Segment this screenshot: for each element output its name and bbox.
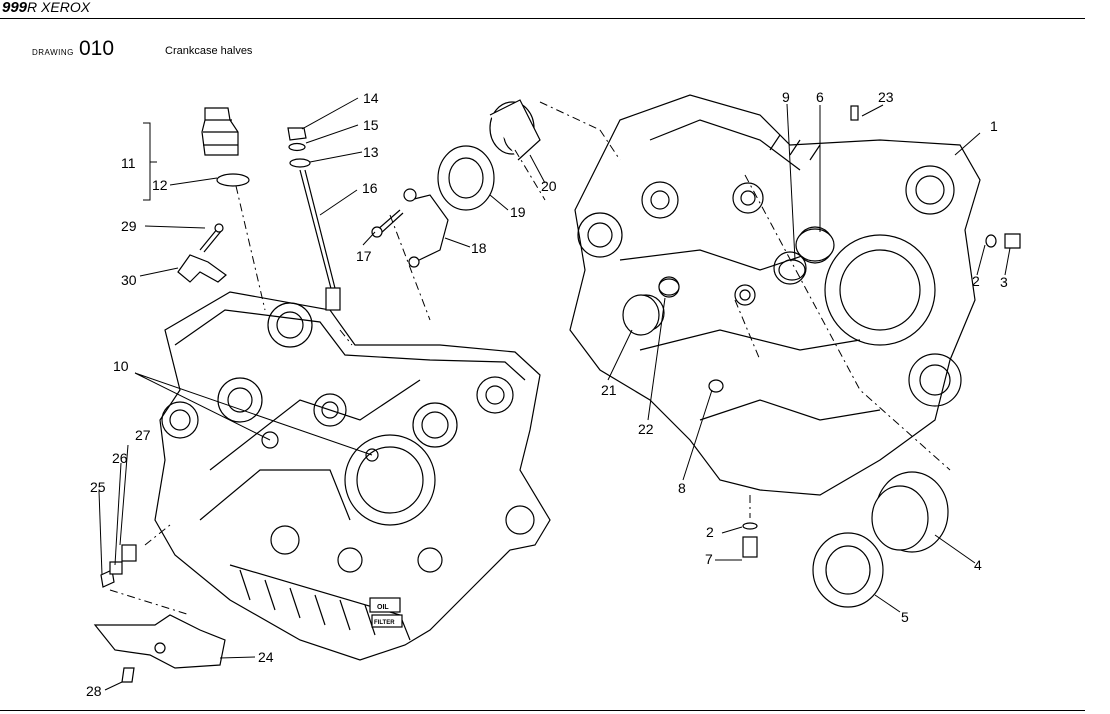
callout-29: 29 [121, 218, 137, 234]
callout-23: 23 [878, 89, 894, 105]
callout-11: 11 [121, 155, 136, 171]
callout-10: 10 [113, 358, 129, 374]
callout-14: 14 [363, 90, 379, 106]
callout-26: 26 [112, 450, 128, 466]
callout-27: 27 [135, 427, 151, 443]
callout-2: 2 [972, 273, 980, 289]
bottom-rule [0, 710, 1085, 711]
model-number: 999 [2, 0, 28, 16]
brand-title: 999R XEROX [2, 0, 90, 16]
drawing-label: DRAWING [32, 48, 74, 57]
callout-17: 17 [356, 248, 372, 264]
header-bar: 999R XEROX [0, 0, 1085, 19]
callout-5: 5 [901, 609, 909, 625]
callout-7: 7 [705, 551, 713, 567]
callout-30: 30 [121, 272, 137, 288]
drawing-number: 010 [79, 37, 115, 60]
callout-19: 19 [510, 204, 526, 220]
callout-1: 1 [990, 118, 998, 134]
left-crankcase-half: OIL FILTER [154, 291, 551, 661]
callout-22: 22 [638, 421, 654, 437]
callout-4: 4 [974, 557, 982, 573]
callout-2: 2 [706, 524, 714, 540]
drawing-title: Crankcase halves [165, 45, 253, 57]
callout-28: 28 [86, 683, 102, 699]
alignment-lines [109, 101, 951, 616]
callout-8: 8 [678, 480, 686, 496]
leader-lines [98, 97, 1011, 691]
callout-13: 13 [363, 144, 379, 160]
callout-9: 9 [782, 89, 790, 105]
callout-3: 3 [1000, 274, 1008, 290]
callout-16: 16 [362, 180, 378, 196]
callout-18: 18 [471, 240, 487, 256]
callout-6: 6 [816, 89, 824, 105]
svg-text:FILTER: FILTER [374, 620, 395, 626]
callout-labels: 1 2 2 3 4 5 6 7 8 9 10 11 12 13 14 15 16… [86, 89, 1008, 699]
loose-parts [93, 99, 1021, 683]
callout-20: 20 [541, 178, 557, 194]
model-name: R XEROX [27, 0, 91, 15]
right-crankcase-half [569, 94, 981, 496]
callout-12: 12 [152, 177, 168, 193]
callout-25: 25 [90, 479, 106, 495]
svg-text:OIL: OIL [377, 604, 389, 611]
callout-15: 15 [363, 117, 379, 133]
callout-21: 21 [601, 382, 617, 398]
callout-24: 24 [258, 649, 274, 665]
